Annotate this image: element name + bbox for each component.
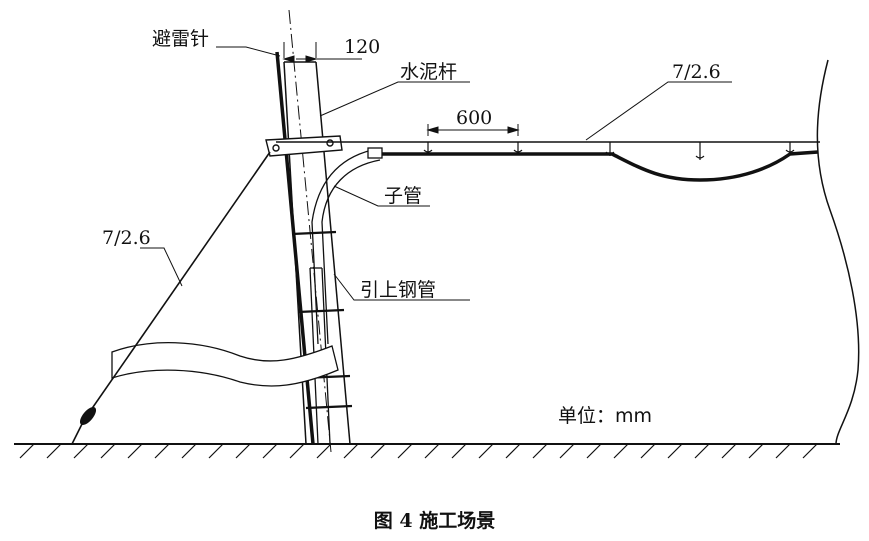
ground-hatch-line bbox=[802, 443, 818, 459]
break-band bbox=[111, 342, 339, 387]
ground-hatch-line bbox=[532, 443, 548, 459]
ground-hatch-line bbox=[505, 443, 521, 459]
unit-label: 单位：mm bbox=[558, 405, 652, 427]
ground-hatch-line bbox=[775, 443, 791, 459]
guy-anchor bbox=[79, 406, 97, 426]
ground-hatch-line bbox=[100, 443, 116, 459]
ground-hatch-line bbox=[46, 443, 62, 459]
ground-hatch-line bbox=[667, 443, 683, 459]
ground-hatch-line bbox=[586, 443, 602, 459]
riser-pipe-label: 引上钢管 bbox=[360, 279, 436, 301]
ground-hatch-line bbox=[235, 443, 251, 459]
ground-hatch-line bbox=[478, 443, 494, 459]
ground-hatch-line bbox=[721, 443, 737, 459]
ground-hatch-line bbox=[748, 443, 764, 459]
figure-caption: 图 4 施工场景 bbox=[373, 510, 496, 532]
ground-hatch-line bbox=[451, 443, 467, 459]
ground-hatch-line bbox=[316, 443, 332, 459]
sub-duct bbox=[311, 147, 383, 345]
ground-hatch-line bbox=[397, 443, 413, 459]
pole-width-label: 120 bbox=[344, 36, 380, 58]
ground-hatch-line bbox=[694, 443, 710, 459]
sub-duct-label: 子管 bbox=[384, 185, 422, 207]
aerial-cable bbox=[380, 150, 819, 182]
ground-hatch-line bbox=[73, 443, 89, 459]
messenger-wire-label: 7/2.6 bbox=[672, 61, 721, 83]
ground-hatch-line bbox=[154, 443, 170, 459]
guy-wire-label: 7/2.6 bbox=[102, 227, 151, 249]
cement-pole-label: 水泥杆 bbox=[400, 61, 457, 83]
leaders bbox=[140, 46, 732, 301]
ground-hatch-line bbox=[640, 443, 656, 459]
ground-hatch-line bbox=[289, 443, 305, 459]
ground-hatch-line bbox=[262, 443, 278, 459]
break-line bbox=[816, 59, 860, 445]
clip-spacing-dimension bbox=[426, 124, 520, 136]
ground-hatch-line bbox=[424, 443, 440, 459]
ground-hatch-line bbox=[19, 443, 35, 459]
ground-hatch-line bbox=[127, 443, 143, 459]
pole-clamp bbox=[265, 135, 343, 157]
ground-hatch-line bbox=[181, 443, 197, 459]
ground-hatch-line bbox=[343, 443, 359, 459]
cable-clips bbox=[423, 142, 795, 160]
pole-straps bbox=[291, 230, 353, 410]
clip-spacing-label: 600 bbox=[456, 107, 492, 129]
lightning-rod-label: 避雷针 bbox=[152, 28, 209, 50]
guy-wire bbox=[83, 151, 271, 421]
ground-hatch-line bbox=[208, 443, 224, 459]
pole-width-dimension bbox=[282, 42, 362, 63]
pole-centerline bbox=[288, 9, 332, 453]
ground-hatch-line bbox=[559, 443, 575, 459]
ground-hatch-line bbox=[370, 443, 386, 459]
ground-hatch-line bbox=[613, 443, 629, 459]
ground bbox=[14, 443, 840, 459]
